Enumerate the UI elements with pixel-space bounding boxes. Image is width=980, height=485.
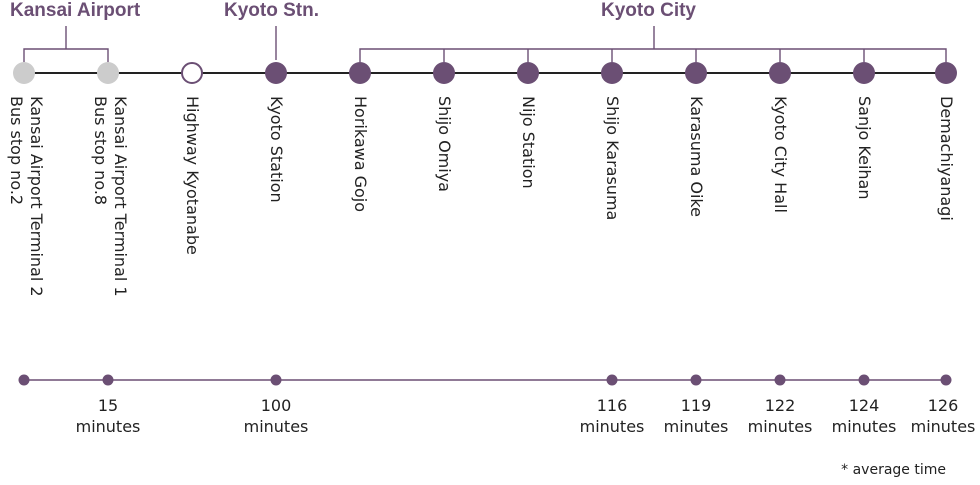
time-marker-124 (858, 374, 870, 386)
time-label-15: 15 minutes (68, 395, 148, 437)
stop-marker-shijo-omiya (433, 62, 455, 84)
stop-label-line-2: Bus stop no.2 (7, 96, 26, 206)
stop-marker-sanjo-keihan (853, 62, 875, 84)
time-value: 116 (596, 396, 628, 415)
time-label-116: 116 minutes (572, 395, 652, 437)
stop-label-line-2: Bus stop no.8 (91, 96, 110, 206)
time-label-122: 122 minutes (740, 395, 820, 437)
time-value: 100 (260, 396, 292, 415)
average-time-footnote: * average time (841, 462, 946, 478)
time-unit: minutes (75, 417, 141, 436)
time-unit: minutes (579, 417, 645, 436)
stop-marker-shijo-karasuma (601, 62, 623, 84)
stop-label-shijo-omiya: Shijo Omiya (435, 96, 454, 192)
stop-label-kyoto-city-hall: Kyoto City Hall (771, 96, 790, 213)
time-unit: minutes (831, 417, 897, 436)
group-title-kyoto-city: Kyoto City (601, 0, 696, 21)
time-unit: minutes (663, 417, 729, 436)
stop-label-highway-kyotanabe: Highway Kyotanabe (183, 96, 202, 255)
time-value: 122 (764, 396, 796, 415)
stop-marker-kansai-terminal-1 (97, 62, 119, 84)
stop-marker-kansai-terminal-2 (13, 62, 35, 84)
stop-marker-kyoto-station (265, 62, 287, 84)
time-marker-122 (774, 374, 786, 386)
stop-label-kyoto-station: Kyoto Station (267, 96, 286, 203)
time-unit: minutes (910, 417, 976, 436)
group-title-kansai-airport: Kansai Airport (10, 0, 141, 21)
stop-label-shijo-karasuma: Shijo Karasuma (603, 96, 622, 221)
time-marker-116 (606, 374, 618, 386)
time-label-119: 119 minutes (656, 395, 736, 437)
stop-label-karasuma-oike: Karasuma Oike (687, 96, 706, 217)
time-marker-15 (102, 374, 114, 386)
stop-marker-horikawa-gojo (349, 62, 371, 84)
time-marker-126 (940, 374, 952, 386)
stop-marker-karasuma-oike (685, 62, 707, 84)
stop-label-line-1: Kansai Airport Terminal 1 (111, 96, 130, 297)
stop-label-line-1: Kansai Airport Terminal 2 (27, 96, 46, 297)
time-unit: minutes (243, 417, 309, 436)
time-label-124: 124 minutes (824, 395, 904, 437)
stop-marker-kyoto-city-hall (769, 62, 791, 84)
time-label-126: 126 minutes (906, 395, 980, 437)
stop-label-horikawa-gojo: Horikawa Gojo (351, 96, 370, 213)
stop-marker-nijo-station (517, 62, 539, 84)
kansai-airport-bracket (23, 26, 109, 62)
time-marker-100 (270, 374, 282, 386)
stop-label-nijo-station: Nijo Station (519, 96, 538, 189)
stop-label-demachiyanagi: Demachiyanagi (937, 96, 956, 221)
stop-marker-highway-kyotanabe (181, 62, 203, 84)
time-value: 15 (97, 396, 119, 415)
kyoto-city-bracket (359, 26, 947, 62)
time-marker-origin (18, 374, 30, 386)
time-value: 119 (680, 396, 712, 415)
time-value: 124 (848, 396, 880, 415)
time-unit: minutes (747, 417, 813, 436)
group-title-kyoto-stn: Kyoto Stn. (224, 0, 319, 21)
stop-label-sanjo-keihan: Sanjo Keihan (855, 96, 874, 200)
time-label-100: 100 minutes (236, 395, 316, 437)
time-value: 126 (927, 396, 959, 415)
stop-marker-demachiyanagi (935, 62, 957, 84)
time-marker-119 (690, 374, 702, 386)
